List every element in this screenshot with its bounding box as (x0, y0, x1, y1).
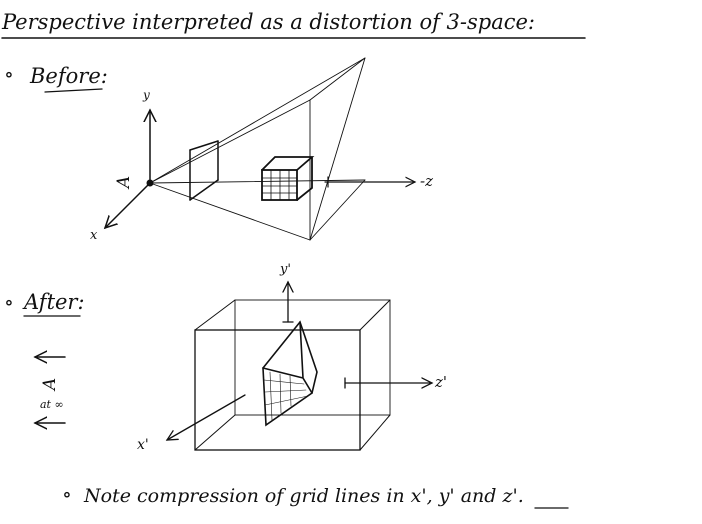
after-diagram (35, 282, 432, 451)
note-suffix: z'. (502, 485, 524, 507)
bullet: ∘ (4, 290, 14, 314)
eye-note: at ∞ (40, 398, 64, 411)
distorted-frustum (262, 320, 318, 427)
x-label: x (90, 228, 98, 243)
eye-icon: A (40, 377, 61, 391)
x-prime-axis (167, 394, 246, 440)
view-frustum (149, 57, 366, 241)
before-diagram (105, 57, 415, 241)
cube-back (234, 299, 391, 416)
before-heading: Before: (30, 64, 108, 88)
y-label: y (143, 88, 150, 102)
bullet: ∘ (4, 62, 14, 86)
note-prefix: Note compression of grid lines in x', y' (84, 485, 455, 507)
bullet: ∘ (62, 482, 72, 506)
near-plane (189, 140, 219, 201)
after-heading: After: (24, 290, 85, 314)
x-prime-label: x' (137, 437, 149, 453)
page-title: Perspective interpreted as a distortion … (2, 10, 535, 34)
grid-cube (261, 156, 315, 201)
z-label: -z (420, 172, 433, 190)
note-and: and (460, 485, 497, 507)
x-axis (105, 182, 151, 228)
eye-icon: A (114, 175, 135, 189)
cube-front (194, 329, 361, 451)
before-underline (44, 88, 103, 93)
z-prime-label: z' (435, 373, 448, 391)
note-text: Note compression of grid lines in x', y'… (84, 485, 524, 507)
y-prime-label: y' (280, 262, 291, 277)
